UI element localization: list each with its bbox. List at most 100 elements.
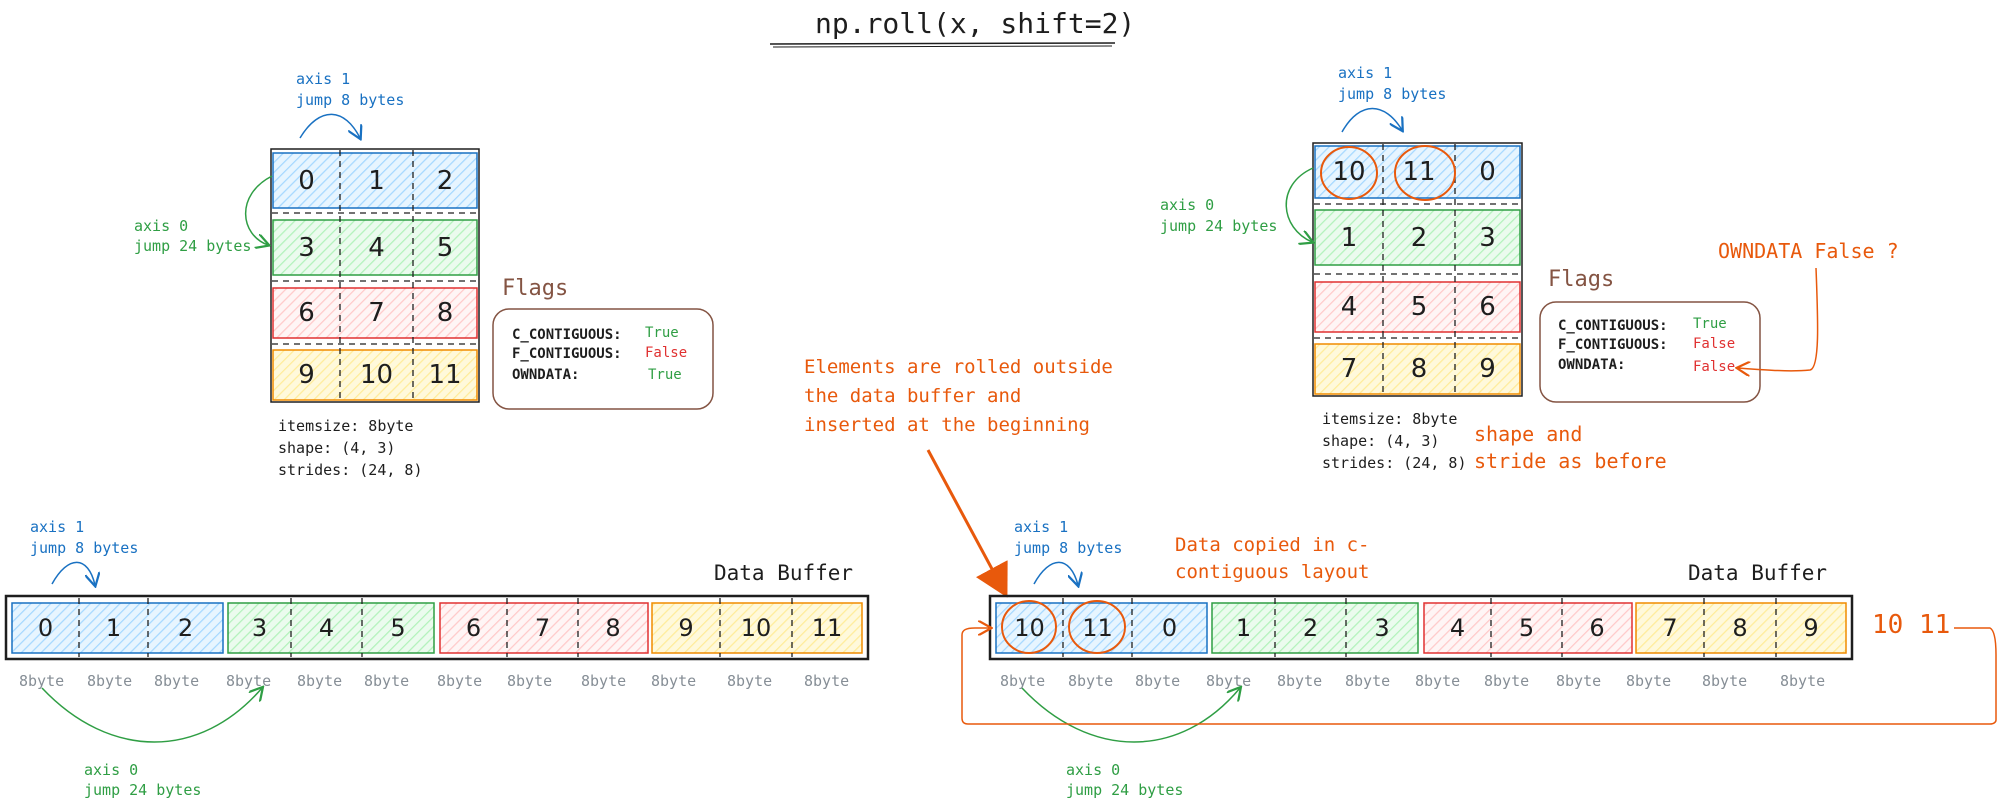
right-row-3 <box>1314 343 1521 395</box>
left-cell: 8 <box>436 298 454 328</box>
left-buffer-size-label: 8byte <box>727 672 773 690</box>
right-buffer-cell: 3 <box>1374 614 1390 642</box>
right-flag-key: F_CONTIGUOUS: <box>1558 337 1668 353</box>
right-buffer-cell: 11 <box>1082 614 1113 642</box>
left-flag-key: C_CONTIGUOUS: <box>512 327 622 343</box>
right-axis1-sublabel: jump 8 bytes <box>1338 85 1447 103</box>
right-buffer <box>988 594 1854 661</box>
right-buffer-cell: 5 <box>1518 614 1535 642</box>
wraparound-arrow <box>961 628 1997 725</box>
left-flag-value: True <box>645 325 679 341</box>
left-flag-key: F_CONTIGUOUS: <box>512 346 622 362</box>
left-flags-box <box>492 308 714 410</box>
left-cell: 9 <box>298 360 315 390</box>
right-cell: 6 <box>1479 292 1496 322</box>
right-buffer-axis0-label: axis 0 <box>1066 761 1121 779</box>
left-buffer-size-label: 8byte <box>226 672 272 690</box>
left-buffer-cell: 4 <box>318 614 335 642</box>
copied-note-line2: contiguous layout <box>1175 561 1370 583</box>
left-meta-itemsize: itemsize: 8byte <box>278 417 414 435</box>
left-buffer-cell: 5 <box>390 614 406 642</box>
left-cell: 11 <box>428 360 462 390</box>
right-buffer-title: Data Buffer <box>1688 561 1828 585</box>
left-meta-shape: shape: (4, 3) <box>278 439 396 457</box>
left-buffer-cell: 1 <box>105 614 122 642</box>
left-flags-title: Flags <box>502 276 569 301</box>
left-buffer-axis1-label: axis 1 <box>30 518 85 536</box>
rolled-annotation-arrow <box>926 449 1008 598</box>
left-row-1 <box>272 219 478 276</box>
right-axis0-label: axis 0 <box>1160 196 1215 214</box>
right-axis0-sublabel: jump 24 bytes <box>1160 217 1278 235</box>
right-cell: 1 <box>1340 222 1358 253</box>
right-row-1 <box>1314 209 1521 266</box>
right-buffer-size-label: 8byte <box>1206 672 1252 690</box>
left-buffer-cell: 11 <box>811 614 843 642</box>
right-buffer-size-label: 8byte <box>1780 672 1826 690</box>
left-buffer-cell: 10 <box>740 614 772 642</box>
right-buffer-size-label: 8byte <box>1000 672 1046 690</box>
right-row-2 <box>1314 281 1521 333</box>
left-buffer-axis0-arrow <box>41 688 262 743</box>
rolled-note-line3: inserted at the beginning <box>804 414 1090 436</box>
right-buffer-size-label: 8byte <box>1702 672 1748 690</box>
copied-note-line1: Data copied in c- <box>1175 534 1370 556</box>
right-cell: 3 <box>1479 222 1496 253</box>
right-buffer-size-label: 8byte <box>1556 672 1602 690</box>
right-buffer-cell: 10 <box>1014 614 1045 642</box>
right-cell: 4 <box>1340 292 1358 322</box>
left-matrix <box>270 148 480 403</box>
left-buffer-title: Data Buffer <box>714 561 854 585</box>
left-buffer-cell: 0 <box>37 614 54 642</box>
right-cell: 9 <box>1479 354 1496 384</box>
left-buffer-cell: 8 <box>605 614 621 642</box>
left-buffer-size-label: 8byte <box>19 672 65 690</box>
right-flag-value: False <box>1693 336 1736 352</box>
left-buffer-axis1-sublabel: jump 8 bytes <box>30 539 139 557</box>
right-buffer-axis0-sublabel: jump 24 bytes <box>1066 781 1184 799</box>
right-buffer-size-label: 8byte <box>1626 672 1672 690</box>
shape-note-line2: stride as before <box>1474 449 1667 473</box>
title-underline <box>769 42 1116 45</box>
rolled-note-line1: Elements are rolled outside <box>804 356 1113 378</box>
right-cell: 5 <box>1410 292 1428 322</box>
right-buffer-cell: 7 <box>1662 614 1678 642</box>
right-cell: 2 <box>1410 222 1428 253</box>
right-cell: 11 <box>1402 157 1436 187</box>
right-buffer-size-label: 8byte <box>1415 672 1461 690</box>
left-axis0-label: axis 0 <box>134 217 189 235</box>
right-buffer-axis0-arrow <box>1021 688 1240 743</box>
left-cell: 2 <box>436 165 454 196</box>
right-buffer-size-label: 8byte <box>1068 672 1114 690</box>
right-buffer-cell: 0 <box>1161 614 1178 642</box>
right-flag-key: OWNDATA: <box>1558 357 1626 373</box>
left-cell: 7 <box>368 298 385 328</box>
left-buffer-size-label: 8byte <box>437 672 483 690</box>
left-buffer-size-label: 8byte <box>154 672 200 690</box>
right-flag-value: True <box>1693 316 1727 332</box>
left-cell: 0 <box>298 165 315 196</box>
left-axis1-sublabel: jump 8 bytes <box>296 91 405 109</box>
left-buffer-size-label: 8byte <box>364 672 410 690</box>
left-buffer-cell: 7 <box>534 614 551 642</box>
left-buffer-size-label: 8byte <box>507 672 553 690</box>
owndata-note-arrow <box>1738 267 1819 371</box>
left-cell: 5 <box>436 232 454 263</box>
rolled-note-line2: the data buffer and <box>804 385 1022 407</box>
right-flags-box <box>1539 301 1761 403</box>
left-buffer-cell: 2 <box>177 614 194 642</box>
right-axis1-arrow <box>1341 107 1402 133</box>
right-flag-value: False <box>1693 359 1736 375</box>
right-buffer-cell: 1 <box>1235 614 1252 642</box>
shape-note-line1: shape and <box>1474 422 1583 446</box>
right-row-0 <box>1314 145 1521 199</box>
left-meta-strides: strides: (24, 8) <box>278 461 423 479</box>
right-meta-itemsize: itemsize: 8byte <box>1322 410 1458 428</box>
right-axis0-arrow <box>1285 167 1313 242</box>
left-buffer-axis0-sublabel: jump 24 bytes <box>84 781 202 799</box>
left-row-0 <box>272 152 478 209</box>
left-cell: 3 <box>298 232 315 263</box>
right-cell: 10 <box>1332 157 1366 187</box>
left-cell: 4 <box>368 232 385 263</box>
left-cell: 1 <box>368 165 385 196</box>
